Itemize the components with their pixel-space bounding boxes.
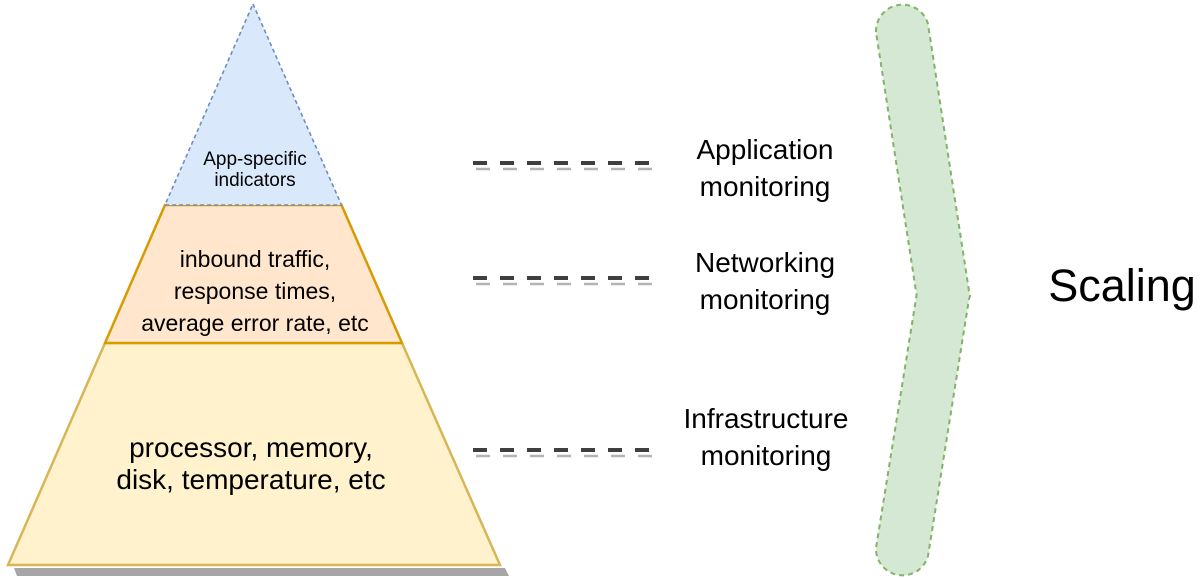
pyramid-level-network-label: inbound traffic, response times, average… — [141, 246, 369, 336]
pyramid-level-app-label: App-specific indicators — [203, 149, 307, 191]
annotation-networking-monitoring: Networking monitoring — [694, 247, 836, 315]
scaling-label: Scaling — [1048, 260, 1196, 311]
scaling-brace-shape — [874, 3, 971, 577]
annotation-application-monitoring: Application monitoring — [696, 134, 834, 202]
pyramid-level-infrastructure-label: processor, memory, disk, temperature, et… — [116, 432, 386, 495]
annotation-infrastructure-monitoring: Infrastructure monitoring — [683, 403, 849, 471]
pyramid-shadow — [14, 568, 509, 576]
pyramid-level-app-shape — [163, 2, 343, 206]
